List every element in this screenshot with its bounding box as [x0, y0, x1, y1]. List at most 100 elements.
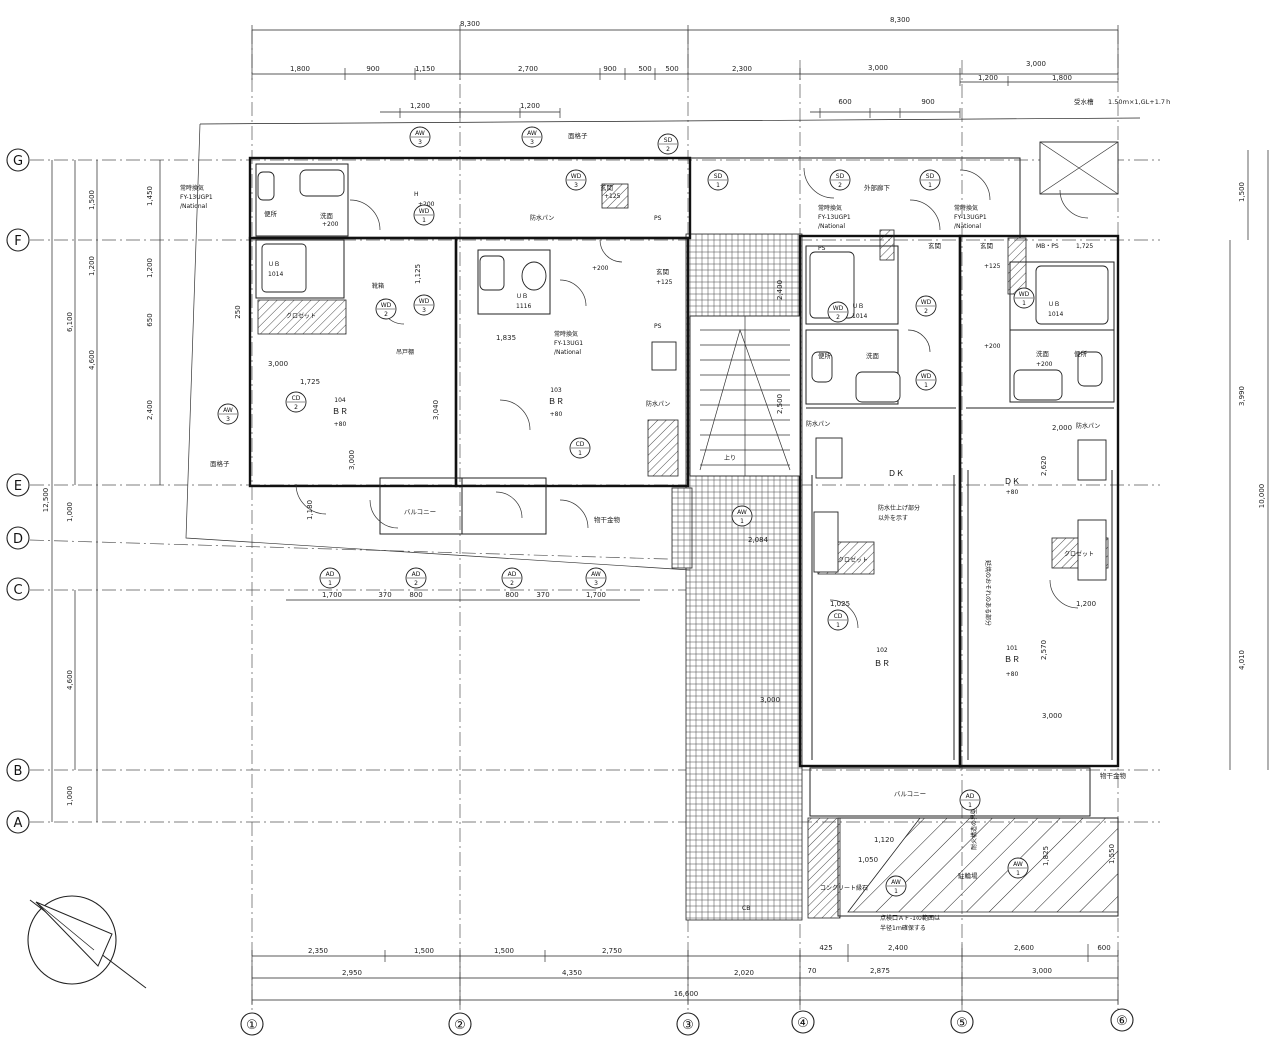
bicycle-parking: 駐輪場 [958, 871, 978, 880]
ub-102-label: ＵＢ [852, 303, 864, 310]
north-arrow-icon [27, 895, 147, 989]
dim-1200: 1,200 [1076, 600, 1096, 608]
door-tag-sd-1: SD1 [707, 169, 729, 191]
height-h: H [414, 191, 419, 198]
dim-1025: 1,025 [830, 600, 850, 608]
fan-101-b: FY-13UGP1 [954, 214, 987, 221]
door-tag-code: WD [921, 299, 932, 306]
door-tag-number: 3 [574, 182, 578, 189]
ub-104-label: ＵＢ [268, 261, 280, 268]
dim-balc-800a: 800 [409, 591, 422, 599]
note-waterproof-b: 以外を示す [878, 514, 908, 522]
dim-left-1000b: 1,000 [66, 786, 74, 806]
dim-2620: 2,620 [1040, 456, 1048, 476]
ub-103-size: 1116 [516, 303, 531, 310]
water-tank: 受水槽 1.50ｍ×1,GL+1.7ｈ [1039, 97, 1172, 195]
fan-102-b: FY-13UGP1 [818, 214, 851, 221]
door-tag-number: 2 [384, 311, 388, 318]
top-dimensions: 8,300 8,300 1,800 900 1,150 2,700 900 50… [199, 16, 1141, 125]
door-tag-code: WD [419, 298, 430, 305]
dim-top-3000b: 3,000 [1026, 60, 1046, 68]
dim-bot-2400: 2,400 [888, 944, 908, 952]
door-tag-wd-3: WD3 [413, 294, 435, 316]
room-104-number: 104 [334, 397, 346, 404]
dim-3000d: 3,000 [760, 696, 780, 704]
fan-102-a: 常時換気 [818, 204, 842, 212]
dim-bot-600: 600 [1097, 944, 1110, 952]
dim-top-1150: 1,150 [415, 65, 435, 73]
dim-top-600: 600 [838, 98, 851, 106]
fan-102-c: /National [818, 223, 845, 230]
dim-bot-total: 16,600 [674, 990, 699, 998]
entrance-104-label: 玄関 [600, 183, 613, 192]
toilet-101-label: 便所 [1074, 349, 1088, 358]
door-tag-code: WD [921, 373, 932, 380]
dim-left-2400: 2,400 [146, 400, 154, 420]
door-tag-code: AW [737, 509, 747, 516]
dim-balc-370a: 370 [378, 591, 391, 599]
room-103-number: 103 [550, 387, 562, 394]
mps-101: MB・PS [1036, 243, 1059, 250]
dim-1050: 1,050 [858, 856, 878, 864]
fan-101-a: 常時換気 [954, 204, 978, 212]
door-tag-number: 2 [294, 404, 298, 411]
stairs [689, 315, 801, 477]
cb-label: CB [742, 905, 750, 912]
waterproof-104: 防水パン [530, 214, 554, 222]
room-103-name: ＢＲ [548, 397, 564, 406]
door-tag-number: 1 [578, 450, 582, 457]
door-tag-code: AD [326, 571, 335, 578]
closet-102: クロゼット [838, 556, 868, 564]
door-tag-number: 2 [836, 314, 840, 321]
waterproof-103: 防水パン [646, 400, 670, 408]
axis-col-3: ③ [682, 1018, 694, 1033]
dim-left-4600: 4,600 [88, 350, 96, 370]
door-tag-code: WD [419, 208, 430, 215]
dim-top-900c: 900 [921, 98, 934, 106]
fixtures [257, 169, 1109, 581]
window-bars-a: 面格子 [568, 131, 588, 140]
door-tag-code: AD [966, 793, 975, 800]
dim-left-250: 250 [234, 305, 242, 318]
height-125a: +125 [604, 193, 621, 200]
door-tag-code: SD [714, 173, 723, 180]
laundry-hook-b: 物干金物 [1100, 771, 1127, 780]
door-tag-number: 1 [1022, 300, 1026, 307]
door-tag-number: 2 [666, 146, 670, 153]
dim-2570: 2,570 [1040, 640, 1048, 660]
note-inspection-a: 点検口ＡＦ-1の範囲は [880, 914, 940, 922]
fan-101-c: /National [954, 223, 981, 230]
height-200c: +200 [592, 265, 609, 272]
fan-104-a: 常時換気 [180, 184, 204, 192]
dim-bot-1500b: 1,500 [494, 947, 514, 955]
room-102-name: ＢＲ [874, 659, 890, 668]
door-tag-aw-1: AW1 [1007, 857, 1029, 879]
external-corridor-label: 外部廊下 [864, 183, 891, 192]
door-tag-wd-2: WD2 [915, 295, 937, 317]
dim-top-1200b: 1,200 [520, 102, 540, 110]
door-tag-wd-3: WD3 [565, 169, 587, 191]
closet-101: クロゼット [1064, 550, 1094, 558]
dim-right-4010: 4,010 [1238, 650, 1246, 670]
room-101-number: 101 [1006, 645, 1018, 652]
door-tag-aw-1: AW1 [731, 505, 753, 527]
door-tag-wd-2: WD 2 [827, 301, 849, 323]
axis-row-b: B [14, 764, 23, 779]
door-tag-code: AW [223, 407, 233, 414]
dim-right-1500: 1,500 [1238, 182, 1246, 202]
door-tag-code: WD [833, 305, 844, 312]
axis-bubbles: ① ② ③ ④ ⑤ ⑥ G F E D C B A [6, 148, 1134, 1036]
ub-101-label: ＵＢ [1048, 301, 1060, 308]
dim-1725: 1,725 [300, 378, 320, 386]
vertical-firewall-note: 延焼のおそれのある部分 [984, 560, 992, 626]
dim-bot-4350: 4,350 [562, 969, 582, 977]
door-tag-number: 1 [836, 622, 840, 629]
waterproof-102: 防水パン [806, 420, 830, 428]
axis-col-2: ② [454, 1018, 466, 1033]
height-200e: +200 [1036, 361, 1053, 368]
dim-bot-2750: 2,750 [602, 947, 622, 955]
door-tag-code: AW [1013, 861, 1023, 868]
dim-2500: 2,500 [776, 394, 784, 414]
window-bars-b: 面格子 [210, 459, 230, 468]
door-tag-ad-2: AD2 [501, 567, 523, 589]
